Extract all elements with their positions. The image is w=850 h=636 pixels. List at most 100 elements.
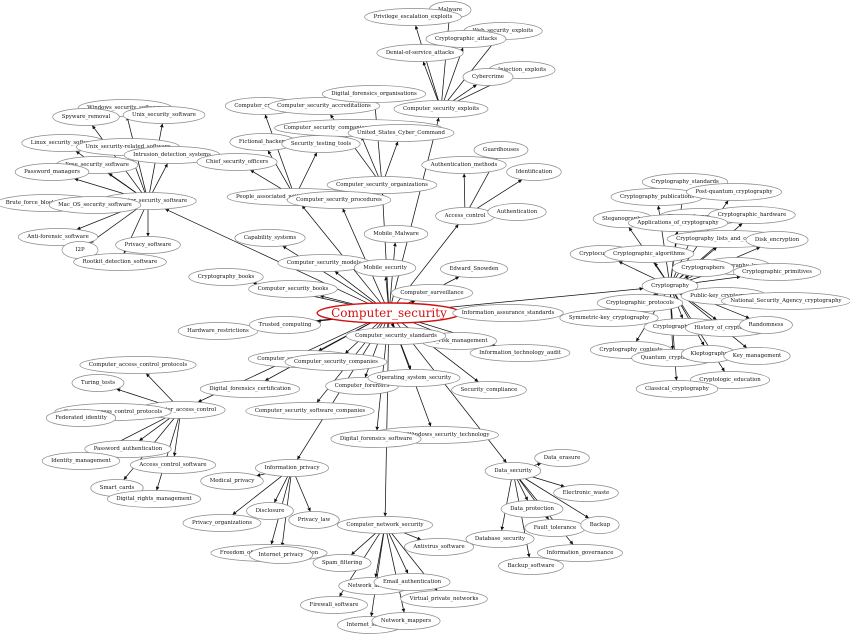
node-label: Data_erasure <box>544 455 581 461</box>
node-ellipse <box>345 327 447 345</box>
node-identification: Identification <box>506 163 562 181</box>
node-label: Email_authentication <box>383 579 442 585</box>
node-label: Rootkit_detection_software <box>83 259 158 265</box>
node-sec_compliance: Security_compliance <box>451 381 527 399</box>
edge-exploits-to-cybercrime <box>452 84 478 102</box>
node-label: Mobile_security <box>363 265 407 271</box>
edge-data_sec-to-data_erasure <box>533 462 542 467</box>
node-ellipse <box>248 280 338 298</box>
node-ellipse <box>537 544 623 562</box>
node-label: Authentication <box>496 209 538 215</box>
node-ellipse <box>403 538 475 556</box>
edge-cs_software-to-pwd_mgr <box>74 178 124 195</box>
edge-center-to-capability <box>282 245 374 304</box>
node-label: Fictional_hackers <box>239 139 287 145</box>
node-label: Cryptography_lists_and_comparisons <box>676 236 778 242</box>
edge-crypto-to-crypto_prim <box>695 275 741 284</box>
node-label: Windows_security_software <box>87 105 163 111</box>
node-ellipse <box>506 163 562 181</box>
node-ellipse <box>371 612 441 630</box>
node-ellipse <box>671 259 735 277</box>
node-net_sec: Computer_network_security <box>337 516 433 534</box>
node-privacy_sw: Privacy_software <box>115 236 181 254</box>
node-label: Cryptographic_algorithms <box>613 251 685 257</box>
node-label: Operating_system_security <box>377 375 452 381</box>
edge-center-to-procedures <box>342 208 385 304</box>
node-label: Cybercrime <box>472 74 504 80</box>
edge-exploits-to-web_sec <box>447 39 497 101</box>
edge-cac-to-turing <box>116 388 159 404</box>
node-disclosure: Disclosure <box>246 502 294 520</box>
node-ellipse <box>553 484 619 502</box>
node-ellipse <box>73 253 167 271</box>
node-label: Capability_systems <box>244 235 297 241</box>
node-crypto_pubs: Cryptography_publications <box>610 188 704 206</box>
node-ellipse <box>288 511 340 529</box>
node-ellipse <box>347 124 455 142</box>
node-label: Cryptologic_education <box>699 377 761 383</box>
node-backup: Backup <box>580 516 620 534</box>
edge-net_sec-to-antivirus <box>403 532 422 541</box>
node-label: Disclosure <box>256 508 285 514</box>
node-label: Computer_security_software_companies <box>255 408 366 414</box>
node-ellipse <box>115 236 181 254</box>
node-label: Computer_access_control <box>146 407 216 413</box>
node-ellipse <box>469 344 571 362</box>
node-label: Injection_exploits <box>498 67 546 73</box>
node-label: Computer_access_control_protocols <box>89 362 188 368</box>
node-dos: Denial-of-service_attacks <box>376 44 464 62</box>
node-ellipse <box>246 502 294 520</box>
node-label: Privilege_escalation_exploits <box>374 14 453 20</box>
edge-center-to-net_sec <box>383 322 390 517</box>
node-label: United_States_Cyber_Command <box>357 130 445 136</box>
node-ellipse <box>708 206 796 224</box>
node-cs_orgs: Computer_security_organizations <box>326 176 438 194</box>
node-ellipse <box>177 322 259 340</box>
node-label: Cryptocurrencies <box>579 251 627 257</box>
node-ellipse <box>130 456 216 474</box>
node-label: Computer_security_software <box>109 198 187 204</box>
node-chief: Chief_security_officers <box>196 153 278 171</box>
node-ellipse <box>603 245 695 263</box>
node-ellipse <box>196 153 278 171</box>
node-exploits: Computer_security_exploits <box>393 100 489 118</box>
edge-crypto-to-crypto_cur <box>618 261 656 280</box>
node-cs_standards: Computer_security_standards <box>345 327 447 345</box>
node-ellipse <box>465 530 535 548</box>
edge-net_sec-to-net_analyzers <box>374 533 384 578</box>
edge-info_privacy-to-priv_law <box>295 476 311 512</box>
node-label: Steganography <box>602 216 645 222</box>
node-ellipse <box>71 374 125 392</box>
edge-cs_software-to-ids <box>152 163 168 193</box>
node-crypto_proto: Cryptographic_protocols <box>596 294 684 312</box>
node-label: Cryptographic_attacks <box>435 36 497 42</box>
node-label: Information_governance <box>547 550 614 556</box>
node-label: Cryptography_contests <box>599 347 663 353</box>
edge-center-to-people <box>301 205 382 304</box>
node-ellipse <box>635 380 719 398</box>
node-label: Medical_privacy <box>210 478 256 484</box>
node-spyware: Spyware_removal <box>52 108 120 126</box>
node-label: Information_privacy <box>264 465 320 471</box>
node-label: Computer_security_standards <box>355 333 437 339</box>
node-label: Malware <box>438 7 462 13</box>
node-key_mgmt: Key_management <box>723 347 791 365</box>
node-label: Computer_forensics <box>335 383 390 389</box>
node-sec_testing: Security_testing_tools <box>281 135 361 153</box>
edge-cs_orgs-to-us_cyber <box>384 141 399 177</box>
edge-people-to-criminals <box>264 114 293 189</box>
node-label: Computer_network_security <box>346 522 424 528</box>
edge-net_sec-to-spam <box>350 533 376 556</box>
node-label: Firewall_software <box>310 602 359 608</box>
node-ellipse <box>245 402 375 420</box>
node-label: Federated_identity <box>55 415 107 421</box>
node-data_sec: Data_security <box>484 462 542 480</box>
node-label: Computer_security_organizations <box>336 182 428 188</box>
node-priv_law: Privacy_law <box>288 511 340 529</box>
edge-center-to-trusted <box>316 319 334 323</box>
node-label: Denial-of-service_attacks <box>386 50 455 56</box>
node-email_auth: Email_authentication <box>373 573 451 591</box>
node-label: Information_assurance_standards <box>462 310 555 316</box>
node-federated: Federated_identity <box>45 409 117 427</box>
node-label: Disk_encryption <box>755 237 800 243</box>
